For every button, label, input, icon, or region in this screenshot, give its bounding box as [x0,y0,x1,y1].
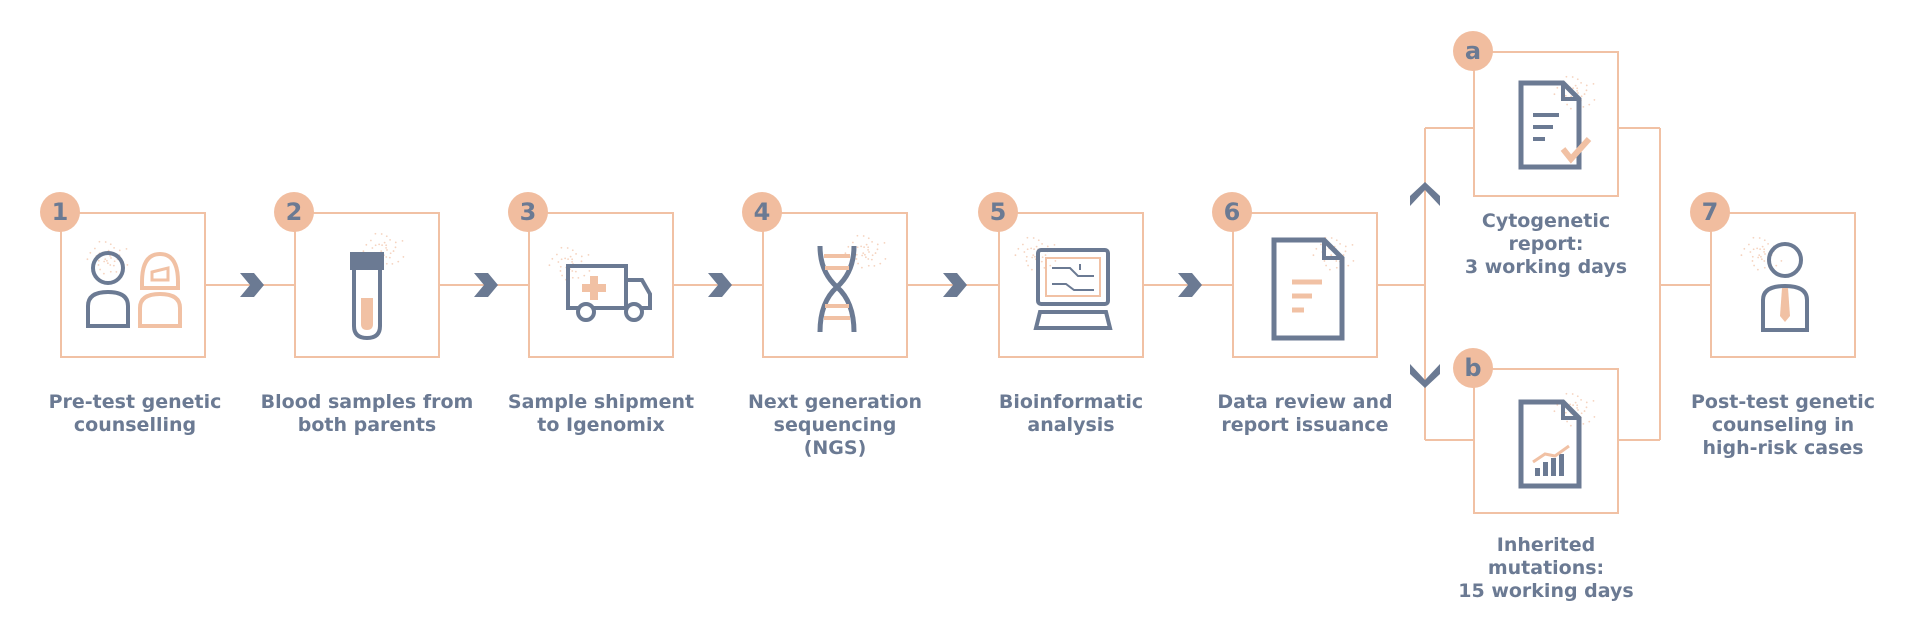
branch-number-badge: a [1453,31,1493,71]
checked-report-icon [1518,75,1596,170]
step-number-badge: 4 [742,192,782,232]
step-box-5 [998,212,1144,358]
blood-tube-icon [350,232,405,341]
step-number-badge: 6 [1212,192,1252,232]
step-label-line: report issuance [1221,414,1389,436]
dna-icon [817,234,887,333]
branch-box-b [1473,368,1619,514]
step-label-line: Post-test genetic [1691,391,1875,413]
branch-label-line: mutations: [1487,557,1605,579]
branch-label-line: 15 working days [1458,580,1634,602]
step-label-line: Sample shipment [507,391,695,413]
flow-arrow-icon [474,273,498,297]
step-label-line: analysis [1027,414,1115,436]
step-number-badge: 7 [1690,192,1730,232]
up-arrow-icon [1410,182,1440,206]
document-icon [1271,236,1355,341]
step-number-badge: 1 [40,192,80,232]
ambulance-icon [548,246,652,322]
step-label-line: (NGS) [803,437,867,459]
branch-label-line: Cytogenetic [1481,210,1611,232]
step-number-badge: 3 [508,192,548,232]
step-box-4 [762,212,908,358]
branch-box-a [1473,51,1619,197]
step-box-7 [1710,212,1856,358]
step-label-line: both parents [297,414,437,436]
step-box-1 [60,212,206,358]
step-label-line: to Igenomix [537,414,665,436]
chart-report-icon [1518,392,1596,489]
two-people-icon [86,240,182,328]
branch-label-line: Inherited [1496,534,1596,556]
step-label-line: Bioinformatic [998,391,1144,413]
step-label-line: counselling [73,414,197,436]
flow-arrow-icon [240,273,264,297]
branch-number-badge: b [1453,348,1493,388]
step-label-line: Pre-test genetic [48,391,222,413]
branch-label-line: 3 working days [1464,256,1628,278]
step-box-6 [1232,212,1378,358]
step-box-2 [294,212,440,358]
doctor-icon [1740,236,1809,332]
step-label-line: sequencing [773,414,897,436]
step-label-line: high-risk cases [1702,437,1864,459]
step-label-line: counseling in [1711,414,1855,436]
computer-icon [1014,236,1113,330]
step-number-badge: 2 [274,192,314,232]
step-label-line: Blood samples from [260,391,474,413]
flow-arrow-icon [708,273,732,297]
step-label-line: Data review and [1217,391,1393,413]
flow-arrow-icon [1178,273,1202,297]
down-arrow-icon [1410,364,1440,388]
step-box-3 [528,212,674,358]
step-label-line: Next generation [747,391,922,413]
step-number-badge: 5 [978,192,1018,232]
branch-label-line: report: [1508,233,1584,255]
flow-arrow-icon [943,273,967,297]
